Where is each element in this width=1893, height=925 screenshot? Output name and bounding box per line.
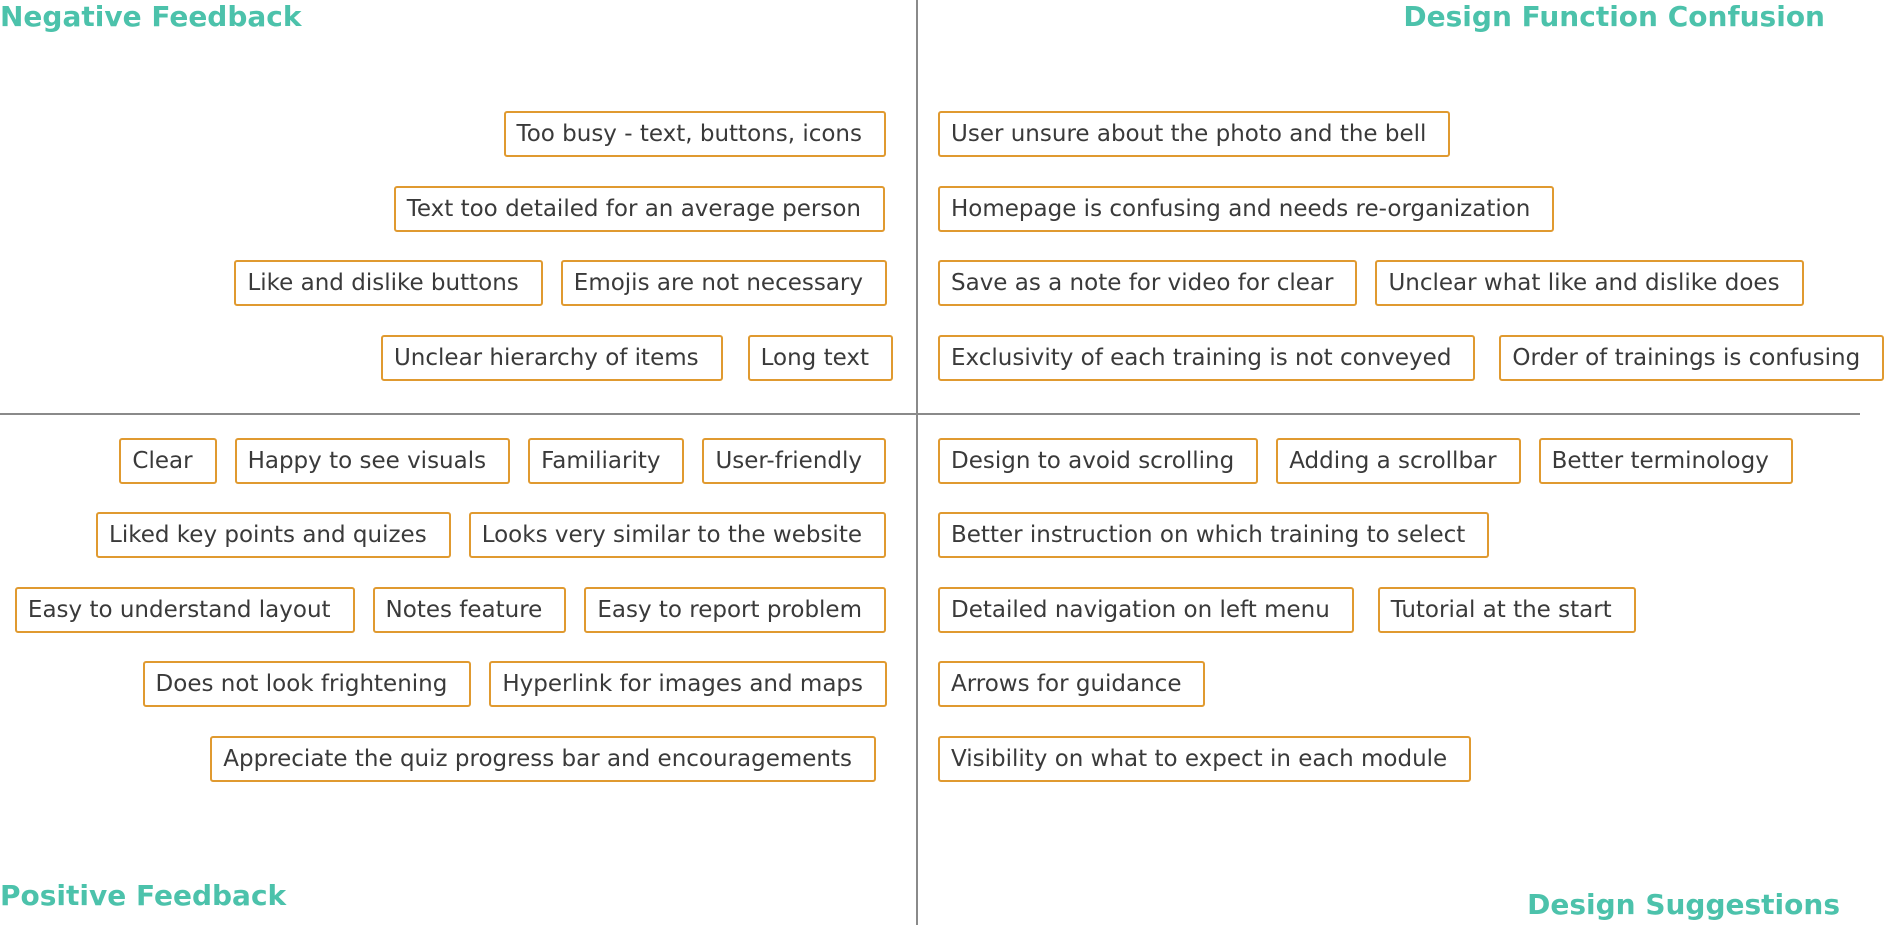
positive-row-2: Liked key points and quizes Looks very s… [96, 512, 886, 562]
sticky-note[interactable]: Notes feature [372, 587, 567, 633]
sticky-note[interactable]: Better instruction on which training to … [938, 512, 1490, 558]
confusion-row-4: Exclusivity of each training is not conv… [938, 335, 1885, 385]
negative-row-3: Like and dislike buttons Emojis are not … [234, 260, 887, 310]
sticky-note[interactable]: Clear [119, 438, 217, 484]
suggestions-row-1: Design to avoid scrolling Adding a scrol… [938, 438, 1793, 488]
sticky-note[interactable]: Long text [747, 335, 893, 381]
negative-row-4: Unclear hierarchy of items Long text [380, 335, 893, 385]
sticky-note[interactable]: Order of trainings is confusing [1499, 335, 1885, 381]
sticky-note[interactable]: Easy to report problem [584, 587, 886, 633]
positive-row-4: Does not look frightening Hyperlink for … [142, 661, 887, 711]
sticky-note[interactable]: User-friendly [702, 438, 886, 484]
sticky-note[interactable]: Visibility on what to expect in each mod… [938, 736, 1472, 782]
confusion-row-3: Save as a note for video for clear Uncle… [938, 260, 1804, 310]
sticky-note[interactable]: Familiarity [528, 438, 685, 484]
sticky-note[interactable]: Text too detailed for an average person [393, 186, 885, 232]
suggestions-row-3: Detailed navigation on left menu Tutoria… [938, 587, 1636, 637]
positive-row-3: Easy to understand layout Notes feature … [14, 587, 886, 637]
horizontal-axis [0, 413, 1860, 415]
negative-row-2: Text too detailed for an average person [393, 186, 885, 236]
sticky-note[interactable]: Appreciate the quiz progress bar and enc… [210, 736, 876, 782]
design-function-confusion-quadrant: User unsure about the photo and the bell… [938, 0, 1893, 925]
suggestions-row-2: Better instruction on which training to … [938, 512, 1490, 562]
design-function-confusion-title: Design Function Confusion [1403, 0, 1825, 33]
sticky-note[interactable]: Arrows for guidance [938, 661, 1206, 707]
sticky-note[interactable]: Design to avoid scrolling [938, 438, 1259, 484]
sticky-note[interactable]: Does not look frightening [142, 661, 472, 707]
negative-row-1: Too busy - text, buttons, icons [503, 111, 886, 161]
sticky-note[interactable]: Better terminology [1538, 438, 1793, 484]
design-suggestions-title: Design Suggestions [1527, 888, 1840, 921]
design-suggestions-quadrant: Design to avoid scrolling Adding a scrol… [938, 0, 1893, 925]
positive-row-5: Appreciate the quiz progress bar and enc… [210, 736, 876, 786]
sticky-note[interactable]: Homepage is confusing and needs re-organ… [938, 186, 1555, 232]
positive-feedback-title: Positive Feedback [0, 879, 287, 912]
sticky-note[interactable]: Hyperlink for images and maps [489, 661, 887, 707]
sticky-note[interactable]: Unclear what like and dislike does [1375, 260, 1804, 306]
sticky-note[interactable]: Unclear hierarchy of items [380, 335, 723, 381]
suggestions-row-5: Visibility on what to expect in each mod… [938, 736, 1472, 786]
sticky-note[interactable]: Adding a scrollbar [1276, 438, 1521, 484]
sticky-note[interactable]: Emojis are not necessary [560, 260, 887, 306]
sticky-note[interactable]: Looks very similar to the website [468, 512, 886, 558]
sticky-note[interactable]: Liked key points and quizes [96, 512, 451, 558]
sticky-note[interactable]: User unsure about the photo and the bell [938, 111, 1451, 157]
sticky-note[interactable]: Tutorial at the start [1377, 587, 1636, 633]
suggestions-row-4: Arrows for guidance [938, 661, 1206, 711]
sticky-note[interactable]: Happy to see visuals [234, 438, 511, 484]
positive-row-1: Clear Happy to see visuals Familiarity U… [119, 438, 886, 488]
sticky-note[interactable]: Too busy - text, buttons, icons [503, 111, 886, 157]
confusion-row-2: Homepage is confusing and needs re-organ… [938, 186, 1555, 236]
sticky-note[interactable]: Like and dislike buttons [234, 260, 543, 306]
negative-feedback-title: Negative Feedback [0, 0, 302, 33]
sticky-note[interactable]: Detailed navigation on left menu [938, 587, 1354, 633]
sticky-note[interactable]: Exclusivity of each training is not conv… [938, 335, 1476, 381]
positive-feedback-quadrant: Clear Happy to see visuals Familiarity U… [0, 0, 890, 925]
sticky-note[interactable]: Easy to understand layout [14, 587, 355, 633]
negative-feedback-quadrant: Too busy - text, buttons, icons Text too… [0, 0, 893, 925]
sticky-note[interactable]: Save as a note for video for clear [938, 260, 1358, 306]
confusion-row-1: User unsure about the photo and the bell [938, 111, 1451, 161]
vertical-axis [916, 0, 918, 925]
